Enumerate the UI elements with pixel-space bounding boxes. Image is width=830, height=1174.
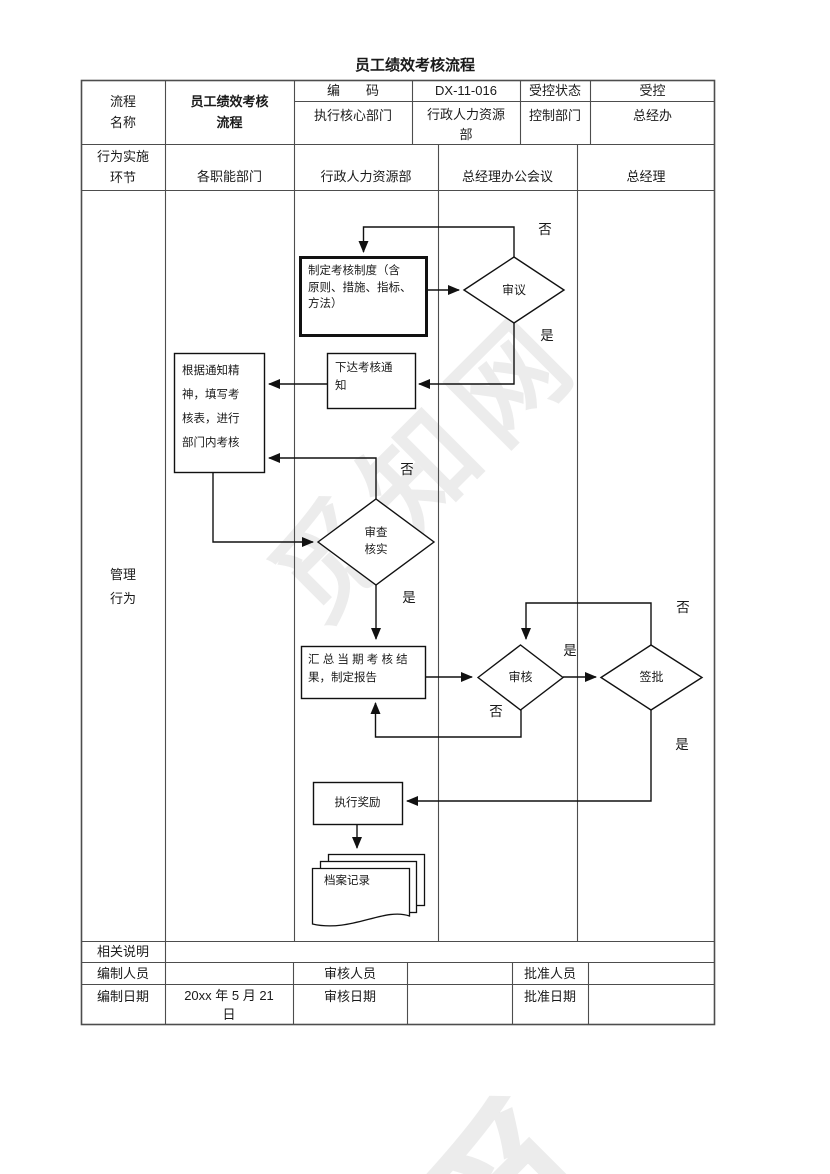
cell-reviewed-by-label: 审核人员 (323, 965, 376, 981)
edge-label-audit-no: 否 (489, 704, 503, 719)
edge-label-verify-no: 否 (400, 462, 414, 477)
node-audit-label: 审核 (508, 670, 533, 685)
decision-sign-shape (599, 644, 704, 711)
cell-control-dept-value: 总经办 (632, 108, 672, 123)
page-title: 员工绩效考核流程 (354, 57, 475, 74)
process-issue-notice-shape (326, 352, 417, 410)
process-summarize-shape (300, 645, 427, 700)
edge-audit-no-to-summarize (370, 702, 522, 738)
decision-verify-shape (316, 498, 436, 586)
node-make-system-label: 制定考核制度（含 原则、措施、指标、 方法） (308, 265, 412, 310)
edge-verify-no-to-fill (268, 453, 377, 499)
edge-label-verify-yes: 是 (402, 590, 416, 605)
node-verify-label: 审查 核实 (364, 527, 388, 556)
edge-label-sign-no: 否 (676, 600, 690, 615)
node-review-label: 审议 (501, 282, 526, 297)
node-archive-label: 档案记录 (324, 875, 370, 887)
node-summarize-label: 汇 总 当 期 考 核 结 果，制定报告 (308, 654, 408, 684)
cell-core-dept-value: 行政人力资源 部 (426, 107, 505, 142)
cell-management-behavior-label: 管理 行为 (109, 567, 136, 606)
table-grid (80, 79, 716, 1026)
cell-notes-label: 相关说明 (96, 944, 149, 959)
decision-review-shape (462, 256, 566, 324)
cell-process-name-value: 员工绩效考核 流程 (190, 94, 269, 130)
node-execute-reward-label: 执行奖励 (334, 796, 381, 809)
edge-label-review-no: 否 (538, 222, 552, 237)
lane-header-functional-depts: 各职能部门 (196, 169, 262, 184)
cell-approved-by-label: 批准人员 (523, 965, 576, 981)
decision-audit-shape (476, 644, 565, 711)
process-fill-forms-shape (173, 352, 266, 474)
cell-prepared-date-value: 20xx 年 5 月 21 日 (184, 988, 274, 1022)
cell-core-dept-label: 执行核心部门 (313, 108, 392, 123)
flow-connectors (212, 226, 652, 849)
cell-approved-date-label: 批准日期 (523, 989, 576, 1004)
cell-control-status-value: 受控 (639, 83, 666, 98)
cell-prepared-date-label: 编制日期 (96, 989, 149, 1004)
edge-label-audit-yes: 是 (563, 643, 577, 658)
cell-prepared-by-label: 编制人员 (96, 965, 149, 981)
document-page-front (311, 867, 411, 927)
cell-process-name-label: 流程 名称 (109, 94, 136, 130)
edge-review-no-loop (358, 226, 515, 257)
archive-document-stack (311, 853, 426, 927)
node-issue-notice-label: 下达考核通 知 (335, 362, 393, 392)
cell-control-dept-label: 控制部门 (528, 108, 581, 123)
cell-reviewed-date-value (407, 984, 512, 1025)
cell-implementation-row-label: 行为实施 环节 (96, 149, 149, 185)
process-reward-shape (312, 781, 404, 826)
cell-code-value: DX-11-016 (435, 83, 497, 98)
lane-header-hr-dept: 行政人力资源部 (320, 169, 412, 184)
cell-prepared-by-value (165, 962, 293, 984)
edge-sign-no-to-audit (521, 602, 652, 645)
node-sign-label: 签批 (639, 670, 664, 685)
cell-reviewed-by-value (407, 962, 512, 984)
cell-notes-value (165, 941, 715, 962)
cell-approved-date-value (588, 984, 715, 1025)
lane-header-gm-office-meeting: 总经理办公会议 (461, 169, 553, 184)
node-fill-forms-label: 根据通知精 神，填写考 核表，进行 部门内考核 (182, 365, 240, 449)
cell-control-status-label: 受控状态 (528, 83, 581, 98)
cell-code-label: 编 码 (326, 83, 379, 98)
edge-label-sign-yes: 是 (675, 737, 689, 752)
flow-shapes (173, 256, 704, 927)
cell-reviewed-date-label: 审核日期 (323, 989, 376, 1004)
cell-approved-by-value (588, 962, 715, 984)
edge-sign-yes-to-reward (406, 710, 652, 806)
edge-fill-to-verify (212, 473, 314, 547)
process-make-system-shape (299, 256, 428, 337)
edge-label-review-yes: 是 (540, 328, 554, 343)
edge-review-yes-to-notice (418, 323, 515, 389)
lane-header-general-manager: 总经理 (626, 169, 666, 184)
